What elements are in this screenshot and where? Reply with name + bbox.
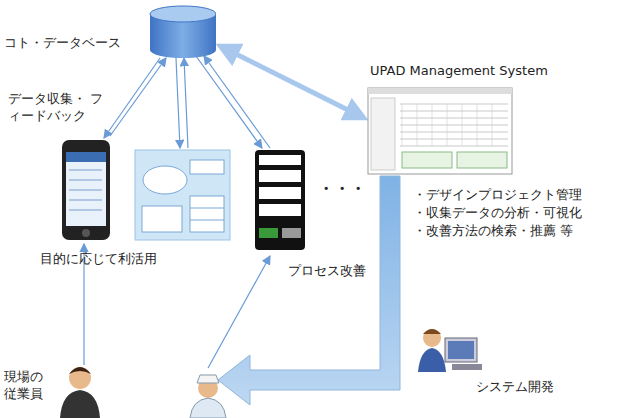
smartphone [62, 140, 110, 240]
diagram-card [135, 150, 230, 240]
annotation: データ収集・ フィードバック [8, 90, 104, 124]
node-label: コト・データベース [4, 34, 121, 51]
database-cylinder [4, 4, 216, 60]
ellipsis-mark: ・・・ [318, 180, 366, 197]
worker-icons [60, 367, 226, 418]
system-node: UPAD Management System [362, 60, 518, 176]
double-arrow [220, 46, 364, 118]
annotation: 目的に応じて利活用 [40, 250, 157, 267]
database-node: コト・データベース [4, 4, 216, 60]
annotation: ・改善方法の検索・推薦 等 [413, 222, 603, 239]
handheld-device [255, 150, 305, 250]
node-label: UPAD Management System [370, 62, 548, 79]
annotation: プロセス改善 [288, 262, 366, 279]
annotation: システム開発 [476, 378, 554, 395]
annotation: ・収集データの分析・可視化 [413, 204, 582, 221]
developer-icon [418, 329, 482, 372]
annotation: ・デザインプロジェクト管理 [413, 186, 582, 203]
annotation: 現場の 従業員 [4, 368, 48, 402]
process-arrow [218, 176, 400, 405]
data-lines [84, 56, 270, 368]
